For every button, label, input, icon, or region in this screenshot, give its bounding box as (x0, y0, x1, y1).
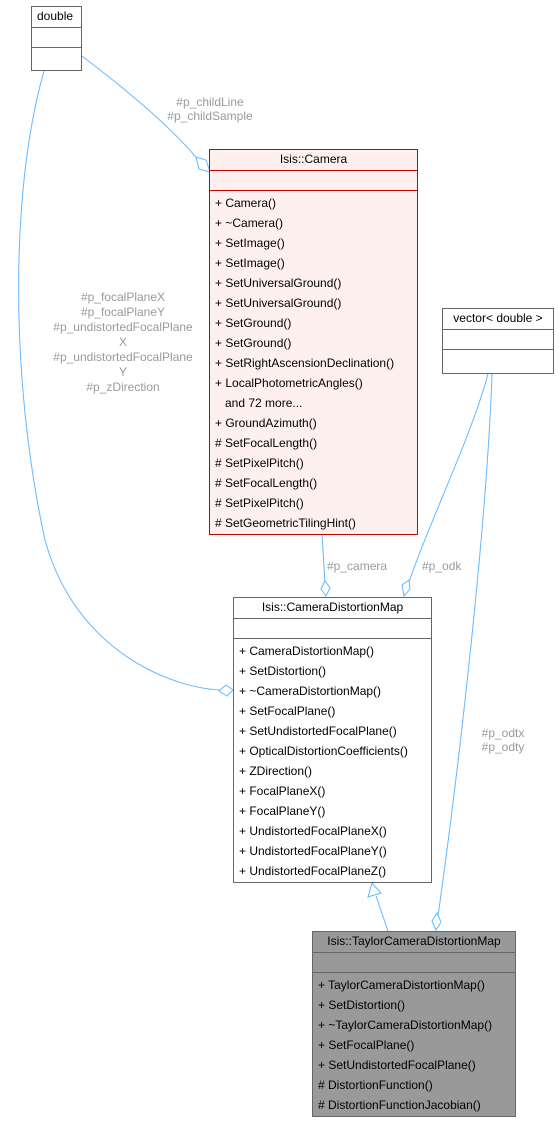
class-double[interactable]: double (31, 6, 82, 71)
method: + SetImage() (215, 236, 285, 250)
method: + SetFocalPlane() (318, 1038, 415, 1052)
method: + CameraDistortionMap() (239, 644, 375, 658)
method: + ~CameraDistortionMap() (239, 684, 382, 698)
edge-label-child-line: #p_childLine (176, 95, 244, 109)
aggregation-diamond-distortion-map-right (401, 579, 411, 598)
method: # DistortionFunctionJacobian() (318, 1098, 481, 1112)
class-taylor-camera-distortion-map[interactable]: Isis::TaylorCameraDistortionMap + Taylor… (312, 931, 516, 1117)
edge-camera-distortion-map (321, 533, 326, 584)
method: # SetPixelPitch() (215, 496, 304, 510)
class-camera-distortion-map[interactable]: Isis::CameraDistortionMap + CameraDistor… (233, 597, 432, 883)
method: + Camera() (215, 196, 277, 210)
edge-label-undistorted-2: #p_undistortedFocalPlane (53, 350, 193, 364)
class-double-title: double (32, 7, 81, 28)
method: + SetUndistortedFocalPlane() (318, 1058, 476, 1072)
method: # SetGeometricTilingHint() (215, 516, 356, 530)
edge-label-undistorted-2-suffix: Y (118, 365, 127, 379)
method: + ~TaylorCameraDistortionMap() (318, 1018, 493, 1032)
method: + SetDistortion() (318, 998, 406, 1012)
method: + SetUndistortedFocalPlane() (239, 724, 397, 738)
edge-label-child-sample: #p_childSample (167, 109, 253, 123)
method: + UndistortedFocalPlaneZ() (239, 864, 387, 878)
edge-label-focal-y: #p_focalPlaneY (80, 305, 166, 319)
class-double-attrs (32, 28, 81, 48)
class-camera-distortion-map-title: Isis::CameraDistortionMap (234, 598, 431, 619)
method: + SetFocalPlane() (239, 704, 336, 718)
class-camera-methods: + Camera() + ~Camera() + SetImage() + Se… (210, 191, 417, 533)
method: + LocalPhotometricAngles() (215, 376, 363, 390)
class-camera-distortion-map-attrs (234, 619, 431, 639)
class-taylor-camera-distortion-map-title: Isis::TaylorCameraDistortionMap (313, 932, 515, 953)
class-taylor-camera-distortion-map-methods: + TaylorCameraDistortionMap() + SetDisto… (313, 973, 515, 1115)
method: + SetGround() (215, 336, 292, 350)
class-camera-title: Isis::Camera (210, 150, 417, 171)
aggregation-diamond-camera (195, 156, 211, 173)
method: # SetFocalLength() (215, 436, 318, 450)
method: + ZDirection() (239, 764, 313, 778)
method: + FocalPlaneX() (239, 784, 326, 798)
edge-label-focal: #p_focalPlaneX #p_focalPlaneY #p_undisto… (40, 290, 206, 395)
inheritance-arrow (367, 881, 382, 898)
method: + SetDistortion() (239, 664, 327, 678)
edge-vector-distortion-map (408, 373, 489, 583)
method: + SetGround() (215, 316, 292, 330)
edge-label-odty: #p_odty (481, 740, 525, 754)
method: + SetImage() (215, 256, 285, 270)
edge-label-undistorted-1: #p_undistortedFocalPlane (53, 320, 193, 334)
method: # DistortionFunction() (318, 1078, 433, 1092)
edge-inheritance (375, 895, 389, 932)
aggregation-diamond-distortion-map-top (320, 580, 331, 597)
method: + SetUniversalGround() (215, 276, 342, 290)
edge-double-camera (81, 55, 201, 163)
aggregation-diamond-taylor-map (431, 911, 442, 932)
method: + UndistortedFocalPlaneY() (239, 844, 387, 858)
edge-label-child: #p_childLine #p_childSample (150, 95, 270, 123)
method: + GroundAzimuth() (215, 416, 317, 430)
method: + SetUniversalGround() (215, 296, 342, 310)
class-vector-attrs (443, 330, 553, 350)
edge-label-odt: #p_odtx #p_odty (475, 726, 531, 754)
method: + TaylorCameraDistortionMap() (318, 978, 485, 992)
method: + ~Camera() (215, 216, 284, 230)
method: # SetPixelPitch() (215, 456, 304, 470)
method: + OpticalDistortionCoefficients() (239, 744, 408, 758)
class-taylor-camera-distortion-map-attrs (313, 953, 515, 973)
edge-label-focal-x: #p_focalPlaneX (80, 290, 166, 304)
method: + UndistortedFocalPlaneX() (239, 824, 387, 838)
method: + FocalPlaneY() (239, 804, 326, 818)
edge-label-odk: #p_odk (422, 559, 462, 573)
edge-label-camera: #p_camera (327, 559, 388, 573)
edge-double-distortion-map (18, 70, 222, 691)
class-vector[interactable]: vector< double > (442, 308, 554, 374)
edge-label-undistorted-1-suffix: X (118, 335, 127, 349)
method: # SetFocalLength() (215, 476, 318, 490)
class-camera-attrs (210, 171, 417, 191)
edge-label-odtx: #p_odtx (481, 726, 525, 740)
aggregation-diamond-distortion-map-left (218, 684, 234, 697)
edge-vector-taylor-map (437, 373, 493, 917)
method: + SetRightAscensionDeclination() (215, 356, 395, 370)
class-vector-title: vector< double > (443, 309, 553, 330)
method-more: and 72 more... (215, 396, 303, 410)
class-camera[interactable]: Isis::Camera + Camera() + ~Camera() + Se… (209, 149, 418, 535)
edge-label-z-direction: #p_zDirection (86, 380, 160, 394)
class-camera-distortion-map-methods: + CameraDistortionMap() + SetDistortion(… (234, 639, 431, 881)
